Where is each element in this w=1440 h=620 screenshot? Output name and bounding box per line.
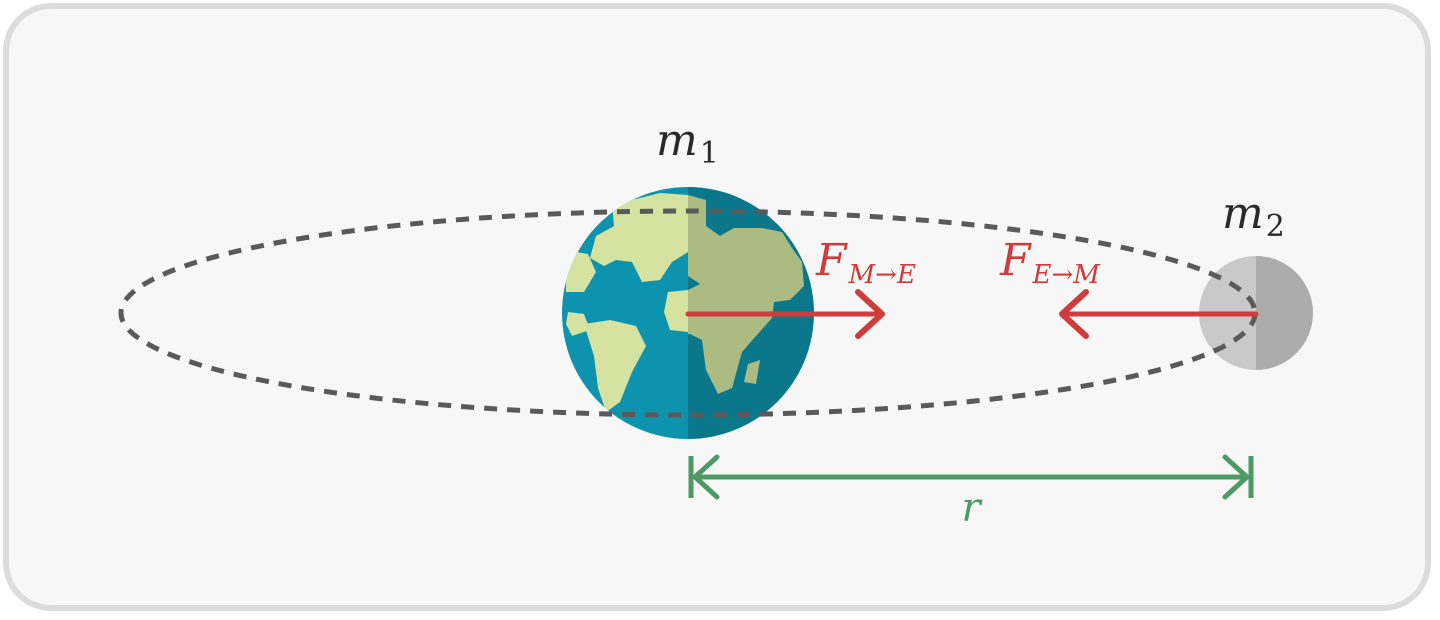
force-moon-on-earth-subscript: M→E xyxy=(848,260,916,290)
earth-continents-light xyxy=(566,193,688,412)
force-moon-on-earth-base: F xyxy=(815,235,848,286)
mass2-label-subscript: 2 xyxy=(1266,209,1285,244)
mass2-label-base: m xyxy=(1222,188,1264,239)
mass1-label-subscript: 1 xyxy=(700,136,719,171)
distance-label: r xyxy=(961,485,983,531)
mass1-label: m1 xyxy=(656,115,719,171)
force-earth-on-moon-base: F xyxy=(999,235,1032,286)
force-earth-on-moon-label: FE→M xyxy=(999,235,1101,290)
distance-arrow xyxy=(688,454,1254,500)
earth-continents-dark xyxy=(688,195,804,394)
mass2-label: m2 xyxy=(1222,188,1285,244)
force-moon-on-earth-label: FM→E xyxy=(815,235,916,290)
force-arrow-earth-on-moon xyxy=(1059,289,1259,339)
force-arrow-moon-on-earth xyxy=(685,289,885,339)
force-earth-on-moon-subscript: E→M xyxy=(1032,260,1102,290)
mass1-label-base: m xyxy=(656,115,698,166)
moon-dark-half xyxy=(1256,256,1313,370)
